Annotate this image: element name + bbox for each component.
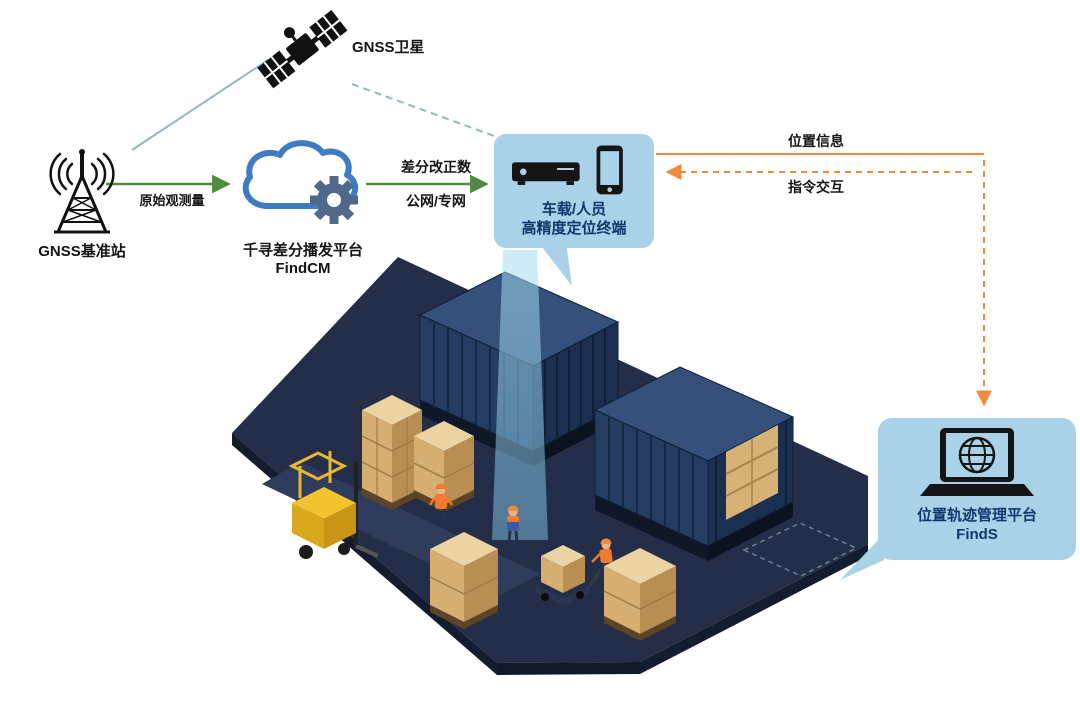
worker-3	[591, 538, 615, 577]
pallet-stack-a	[361, 395, 423, 510]
connection-lines	[106, 59, 992, 407]
cloud-platform-subtitle: FindCM	[275, 260, 331, 277]
base-station-label: GNSS基准站	[38, 243, 126, 260]
laptop-icon	[920, 428, 1034, 496]
container-open-door	[725, 425, 779, 520]
worker-2	[507, 505, 519, 544]
terminal-node: 车载/人员 高精度定位终端	[494, 134, 654, 248]
raw-observation-label: 原始观测量	[139, 193, 205, 208]
terminal-devices	[512, 145, 623, 195]
ground-edge-right	[640, 544, 868, 674]
pallet-stack-b	[413, 421, 475, 512]
cloud-platform-title: 千寻差分播发平台	[242, 242, 363, 259]
satellite-to-base-line	[131, 59, 269, 151]
forklift	[288, 451, 379, 559]
pallet-stack-c	[429, 532, 499, 629]
terminal-label-line1: 车载/人员	[541, 201, 607, 218]
ground	[232, 257, 868, 663]
gear-icon	[310, 176, 358, 224]
satellite-label: GNSS卫星	[352, 39, 425, 56]
satellite-to-terminal-line	[351, 83, 506, 141]
base-station-icon	[22, 136, 142, 238]
ground-edge-bottom	[497, 662, 640, 675]
satellite-icon	[248, 2, 358, 97]
container-2	[593, 366, 795, 561]
network-label: 公网/专网	[406, 193, 466, 209]
correction-label: 差分改正数	[401, 159, 471, 175]
gnss-receiver-icon	[512, 162, 580, 185]
smartphone-icon	[596, 145, 623, 195]
positioning-beam	[492, 250, 548, 540]
platform-title: 位置轨迹管理平台	[916, 507, 1037, 524]
cloud-platform-icon	[228, 128, 378, 236]
globe-icon	[958, 436, 996, 474]
pallet-jack	[536, 545, 605, 605]
platform-node: 位置轨迹管理平台 FindS	[878, 418, 1076, 560]
worker-1	[428, 483, 454, 522]
terminal-label-line2: 高精度定位终端	[521, 220, 627, 237]
platform-subtitle: FindS	[956, 526, 998, 543]
position-info-label: 位置信息	[788, 133, 844, 149]
warehouse-scene	[232, 250, 868, 675]
platform-bubble-tail	[840, 534, 884, 580]
command-label: 指令交互	[788, 179, 844, 195]
terminal-bubble-tail	[538, 242, 572, 286]
pallet-stack-d	[603, 548, 677, 641]
laptop-globe	[920, 428, 1034, 496]
